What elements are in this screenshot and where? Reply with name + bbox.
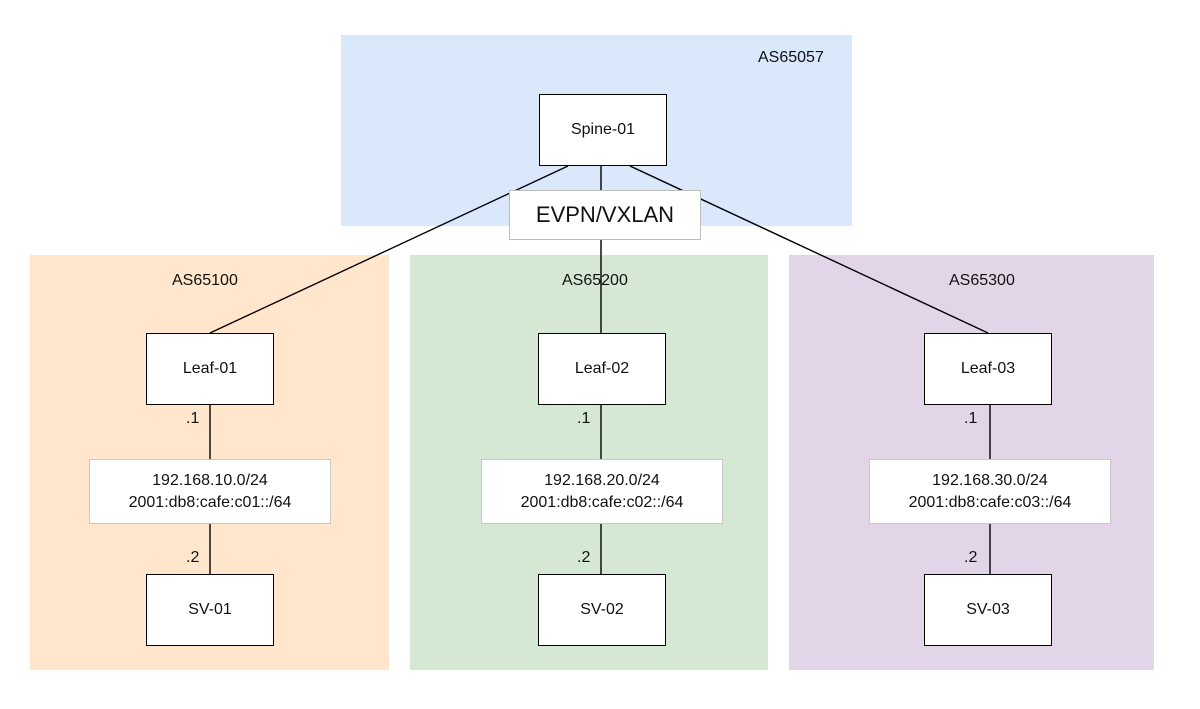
leaf-03-node: Leaf-03 <box>924 333 1052 405</box>
leaf-02-gateway-ip: .1 <box>577 410 591 427</box>
sv-01-host-ip: .2 <box>186 549 200 566</box>
leaf-01-node: Leaf-01 <box>146 333 274 405</box>
subnet-03-ipv4: 192.168.30.0/24 <box>932 471 1048 489</box>
sv-03-host-ip: .2 <box>964 549 978 566</box>
leaf-02-node: Leaf-02 <box>538 333 666 405</box>
evpn-vxlan-label: EVPN/VXLAN <box>509 190 701 240</box>
subnet-01-box: 192.168.10.0/24 2001:db8:cafe:c01::/64 <box>89 459 331 524</box>
leaf-01-gateway-ip: .1 <box>186 410 200 427</box>
spine-as-label: AS65057 <box>758 49 824 66</box>
sv-03-node: SV-03 <box>924 574 1052 646</box>
subnet-02-box: 192.168.20.0/24 2001:db8:cafe:c02::/64 <box>481 459 723 524</box>
sv-02-host-ip: .2 <box>577 549 591 566</box>
subnet-03-ipv6: 2001:db8:cafe:c03::/64 <box>908 493 1072 511</box>
subnet-01-ipv6: 2001:db8:cafe:c01::/64 <box>128 493 292 511</box>
sv-01-node: SV-01 <box>146 574 274 646</box>
pod3-as-label: AS65300 <box>949 272 1015 289</box>
subnet-02-ipv6: 2001:db8:cafe:c02::/64 <box>520 493 684 511</box>
link-spine-leaf01 <box>209 165 569 334</box>
pod1-as-label: AS65100 <box>172 272 238 289</box>
leaf-03-gateway-ip: .1 <box>964 410 978 427</box>
pod2-as-label: AS65200 <box>562 272 628 289</box>
spine-01-node: Spine-01 <box>539 94 667 166</box>
subnet-01-ipv4: 192.168.10.0/24 <box>152 471 268 489</box>
subnet-03-box: 192.168.30.0/24 2001:db8:cafe:c03::/64 <box>869 459 1111 524</box>
sv-02-node: SV-02 <box>538 574 666 646</box>
subnet-02-ipv4: 192.168.20.0/24 <box>544 471 660 489</box>
